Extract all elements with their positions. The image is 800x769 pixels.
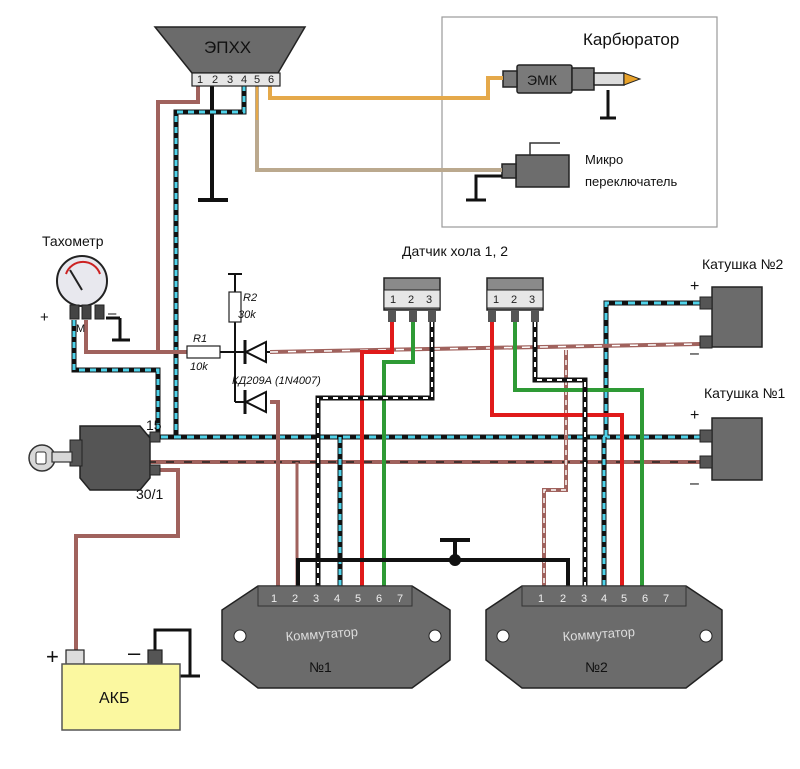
emk-label: ЭМК — [527, 72, 558, 88]
coil-1: Катушка №1 + – — [690, 385, 786, 492]
com1-pin-5: 5 — [355, 593, 361, 605]
diode-lower-icon — [235, 390, 267, 414]
wire-battery-plus — [74, 468, 180, 650]
micro-switch: Микро переключатель — [501, 142, 678, 189]
coil2-plus: + — [690, 278, 699, 295]
wire-hall2-green — [513, 322, 644, 588]
r1-value: 10k — [190, 361, 208, 373]
ignition-terminal-30: 30/1 — [136, 486, 163, 502]
com2-pin-4: 4 — [601, 593, 607, 605]
com1-pin-6: 6 — [376, 593, 382, 605]
epxx-label: ЭПХХ — [204, 38, 251, 57]
ignition-switch: 15 30/1 — [28, 417, 163, 502]
epxx-pin-2: 2 — [212, 74, 218, 86]
hall1-pin-2: 2 — [408, 294, 414, 306]
coil-2: Катушка №2 + – — [690, 256, 784, 362]
wire-coil2-to-com2 — [542, 350, 568, 588]
carburetor-title: Карбюратор — [583, 30, 679, 49]
epxx-pin-1: 1 — [197, 74, 203, 86]
commutator-1: 1 2 3 4 5 6 7 Коммутатор №1 — [221, 585, 451, 689]
com1-pin-7: 7 — [397, 593, 403, 605]
micro-switch-label-1: Микро — [585, 152, 623, 167]
coil1-plus: + — [690, 407, 699, 424]
tachometer: Тахометр + M – — [40, 233, 117, 335]
com2-number: №2 — [585, 659, 608, 675]
com2-pin-3: 3 — [581, 593, 587, 605]
com2-pin-2: 2 — [560, 593, 566, 605]
hall2-pin-3: 3 — [529, 294, 535, 306]
com1-label: Коммутатор — [285, 624, 358, 644]
resistor-r2: R2 30k — [228, 291, 257, 323]
epxx-pin-3: 3 — [227, 74, 233, 86]
emk-valve: ЭМК — [502, 64, 642, 94]
hall2-pin-2: 2 — [511, 294, 517, 306]
com2-pin-6: 6 — [642, 593, 648, 605]
hall1-pin-3: 3 — [426, 294, 432, 306]
com2-pin-1: 1 — [538, 593, 544, 605]
hall-sensor-1: 1 2 3 — [383, 277, 441, 322]
epxx-ground-symbol — [198, 85, 228, 202]
tachometer-gauge-icon — [56, 255, 108, 307]
r1-name: R1 — [193, 333, 207, 345]
micro-switch-ground-symbol — [466, 174, 502, 202]
com2-pin-7: 7 — [663, 593, 669, 605]
emk-ground-symbol — [600, 90, 616, 120]
battery-label: АКБ — [99, 690, 130, 707]
key-icon — [28, 444, 73, 472]
wire-epxx-to-emk — [268, 76, 503, 100]
wire-hall1-red — [360, 322, 394, 588]
battery-plus: + — [46, 644, 59, 669]
com1-pin-4: 4 — [334, 593, 340, 605]
epxx-valve: ЭПХХ 1 2 3 4 5 6 — [153, 26, 307, 87]
epxx-pin-6: 6 — [268, 74, 274, 86]
battery: АКБ + – — [46, 640, 181, 731]
com1-number: №1 — [309, 659, 332, 675]
coil2-minus: – — [690, 345, 699, 362]
ignition-terminal-15: 15 — [146, 417, 162, 433]
micro-switch-label-2: переключатель — [585, 174, 678, 189]
com1-pin-3: 3 — [313, 593, 319, 605]
coil1-minus: – — [690, 475, 699, 492]
hall-sensor-2: 1 2 3 — [486, 277, 544, 322]
tach-ground-symbol — [106, 316, 130, 342]
r2-wire — [228, 273, 242, 402]
commutator-2: 1 2 3 4 5 6 7 Коммутатор №2 — [485, 585, 723, 689]
wire-tach-m — [84, 320, 187, 354]
tach-minus: – — [108, 305, 117, 322]
tach-plus: + — [40, 309, 49, 326]
hall2-pin-1: 1 — [493, 294, 499, 306]
ground-junction — [449, 554, 461, 566]
r2-value: 30k — [238, 309, 256, 321]
com1-pin-2: 2 — [292, 593, 298, 605]
hall-sensor-label: Датчик хола 1, 2 — [402, 243, 508, 259]
carburetor-box — [441, 16, 718, 228]
hall1-pin-1: 1 — [390, 294, 396, 306]
coil2-label: Катушка №2 — [702, 256, 784, 272]
diode-upper-icon — [243, 340, 267, 364]
battery-ground-symbol — [153, 628, 192, 676]
wire-diode1-to-com1 — [270, 400, 280, 588]
wire-hall2-red — [490, 322, 624, 588]
tachometer-label: Тахометр — [42, 233, 104, 249]
epxx-pin-4: 4 — [241, 74, 247, 86]
epxx-pin-5: 5 — [254, 74, 260, 86]
battery-minus: – — [128, 640, 141, 665]
r2-name: R2 — [243, 292, 257, 304]
coil1-label: Катушка №1 — [704, 385, 786, 401]
com1-pin-1: 1 — [271, 593, 277, 605]
tach-m: M — [76, 323, 85, 335]
diode-label: КД209А (1N4007) — [232, 375, 321, 387]
com2-pin-5: 5 — [621, 593, 627, 605]
wire-hall1-green — [382, 322, 415, 588]
com2-label: Коммутатор — [562, 624, 635, 644]
wire-coil2-minus — [269, 342, 701, 354]
